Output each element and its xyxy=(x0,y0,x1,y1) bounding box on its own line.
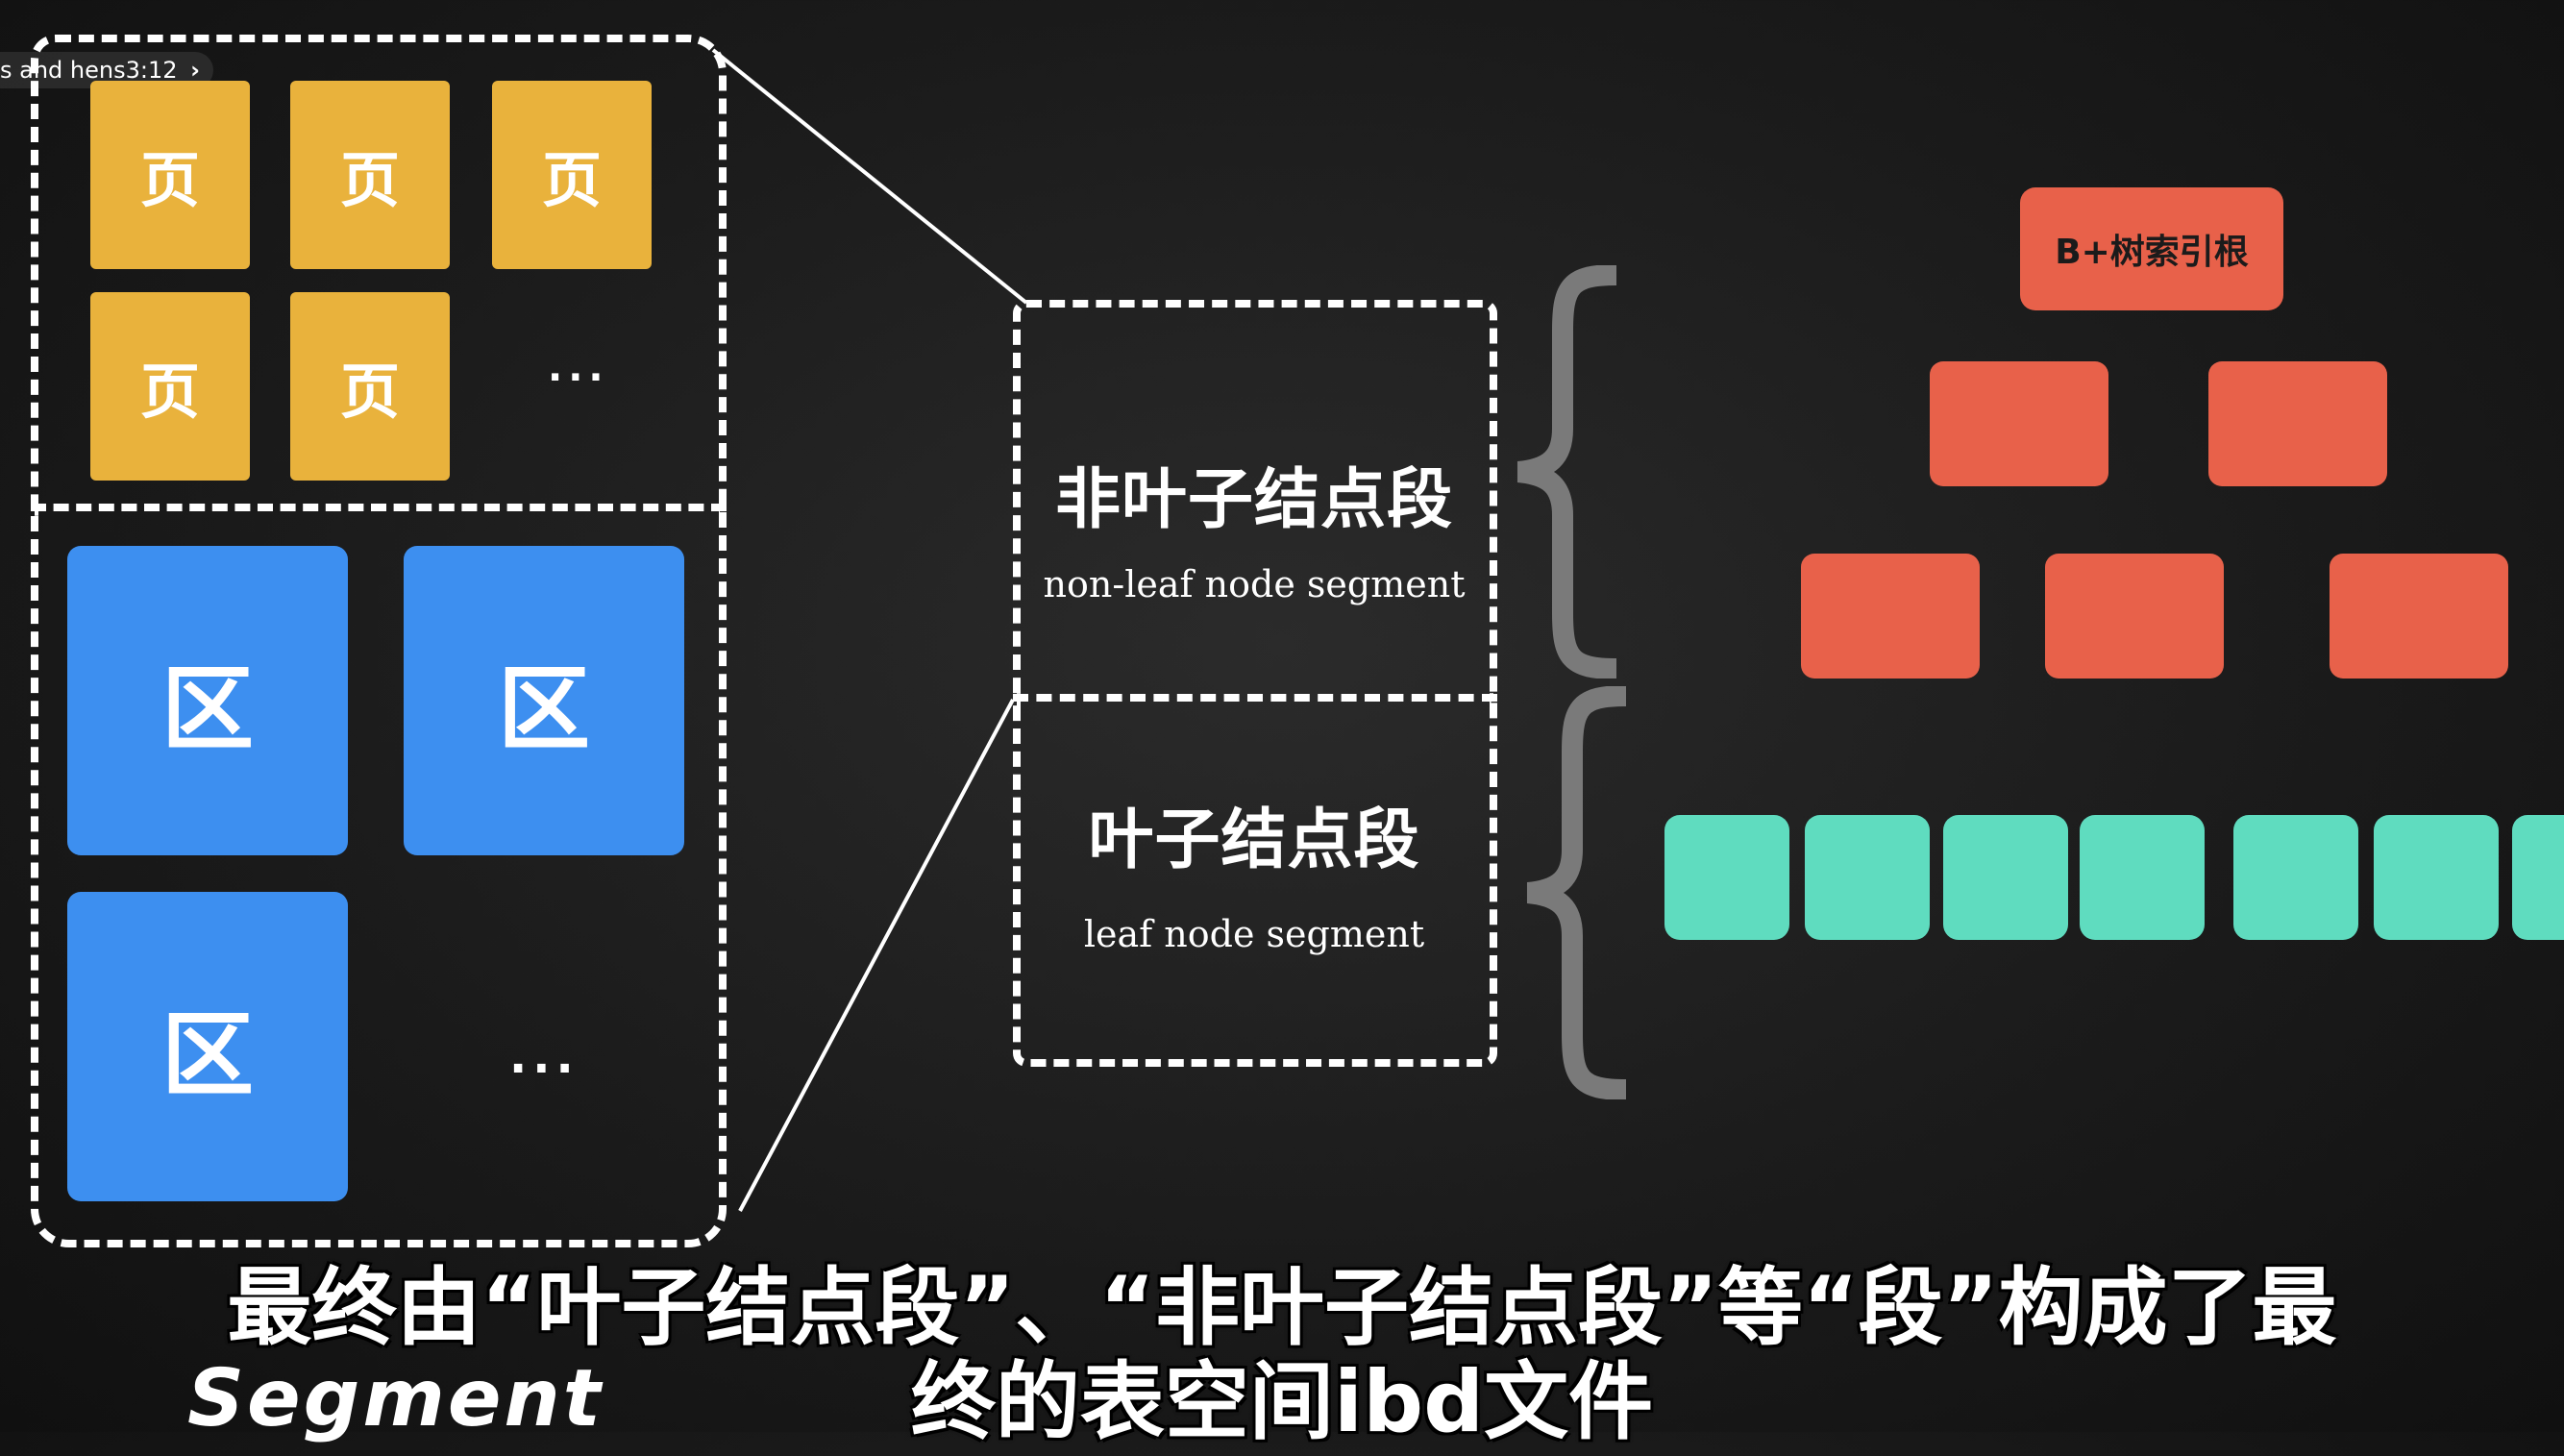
tree-node xyxy=(2045,554,2224,679)
leaf-node xyxy=(2374,815,2499,940)
leaf-segment-box xyxy=(1013,694,1497,1067)
extent-tile: 区 xyxy=(67,546,348,855)
page-tile: 页 xyxy=(290,81,450,269)
caption-line-1: 最终由“叶子结点段”、“非叶子结点段”等“段”构成了最 xyxy=(227,1258,2337,1357)
page-tile: 页 xyxy=(90,81,250,269)
leaf-brace-icon xyxy=(1526,686,1627,1099)
non-leaf-segment-subtitle: non-leaf node segment xyxy=(1043,563,1466,605)
pages-more: ... xyxy=(548,346,609,390)
leaf-segment-subtitle: leaf node segment xyxy=(1083,913,1425,955)
caption-line-2: 终的表空间ibd文件 xyxy=(910,1352,1654,1451)
tree-node xyxy=(1930,361,2108,486)
leaf-node xyxy=(2512,815,2564,940)
chevron-right-icon: › xyxy=(190,57,201,84)
extents-more: ... xyxy=(509,1030,579,1084)
segment-heading: Segment xyxy=(187,1353,604,1444)
leaf-node xyxy=(1664,815,1789,940)
extent-tile: 区 xyxy=(404,546,684,855)
non-leaf-segment-box xyxy=(1013,300,1497,702)
leaf-node xyxy=(2080,815,2205,940)
page-tile: 页 xyxy=(290,292,450,481)
extent-tile: 区 xyxy=(67,892,348,1201)
extents-container xyxy=(31,504,727,1247)
non-leaf-brace-icon xyxy=(1516,265,1617,679)
tree-node xyxy=(2208,361,2387,486)
leaf-node xyxy=(1943,815,2068,940)
video-chapter-text: s and hens3:12 xyxy=(0,57,178,84)
tree-node xyxy=(2330,554,2508,679)
leaf-node xyxy=(2233,815,2358,940)
tree-root-node: B+树索引根 xyxy=(2020,187,2283,310)
pages-container xyxy=(31,35,727,511)
page-tile: 页 xyxy=(492,81,652,269)
leaf-segment-title: 叶子结点段 xyxy=(1088,802,1420,878)
page-tile: 页 xyxy=(90,292,250,481)
non-leaf-segment-title: 非叶子结点段 xyxy=(1054,462,1453,538)
leaf-node xyxy=(1805,815,1930,940)
tree-node xyxy=(1801,554,1980,679)
